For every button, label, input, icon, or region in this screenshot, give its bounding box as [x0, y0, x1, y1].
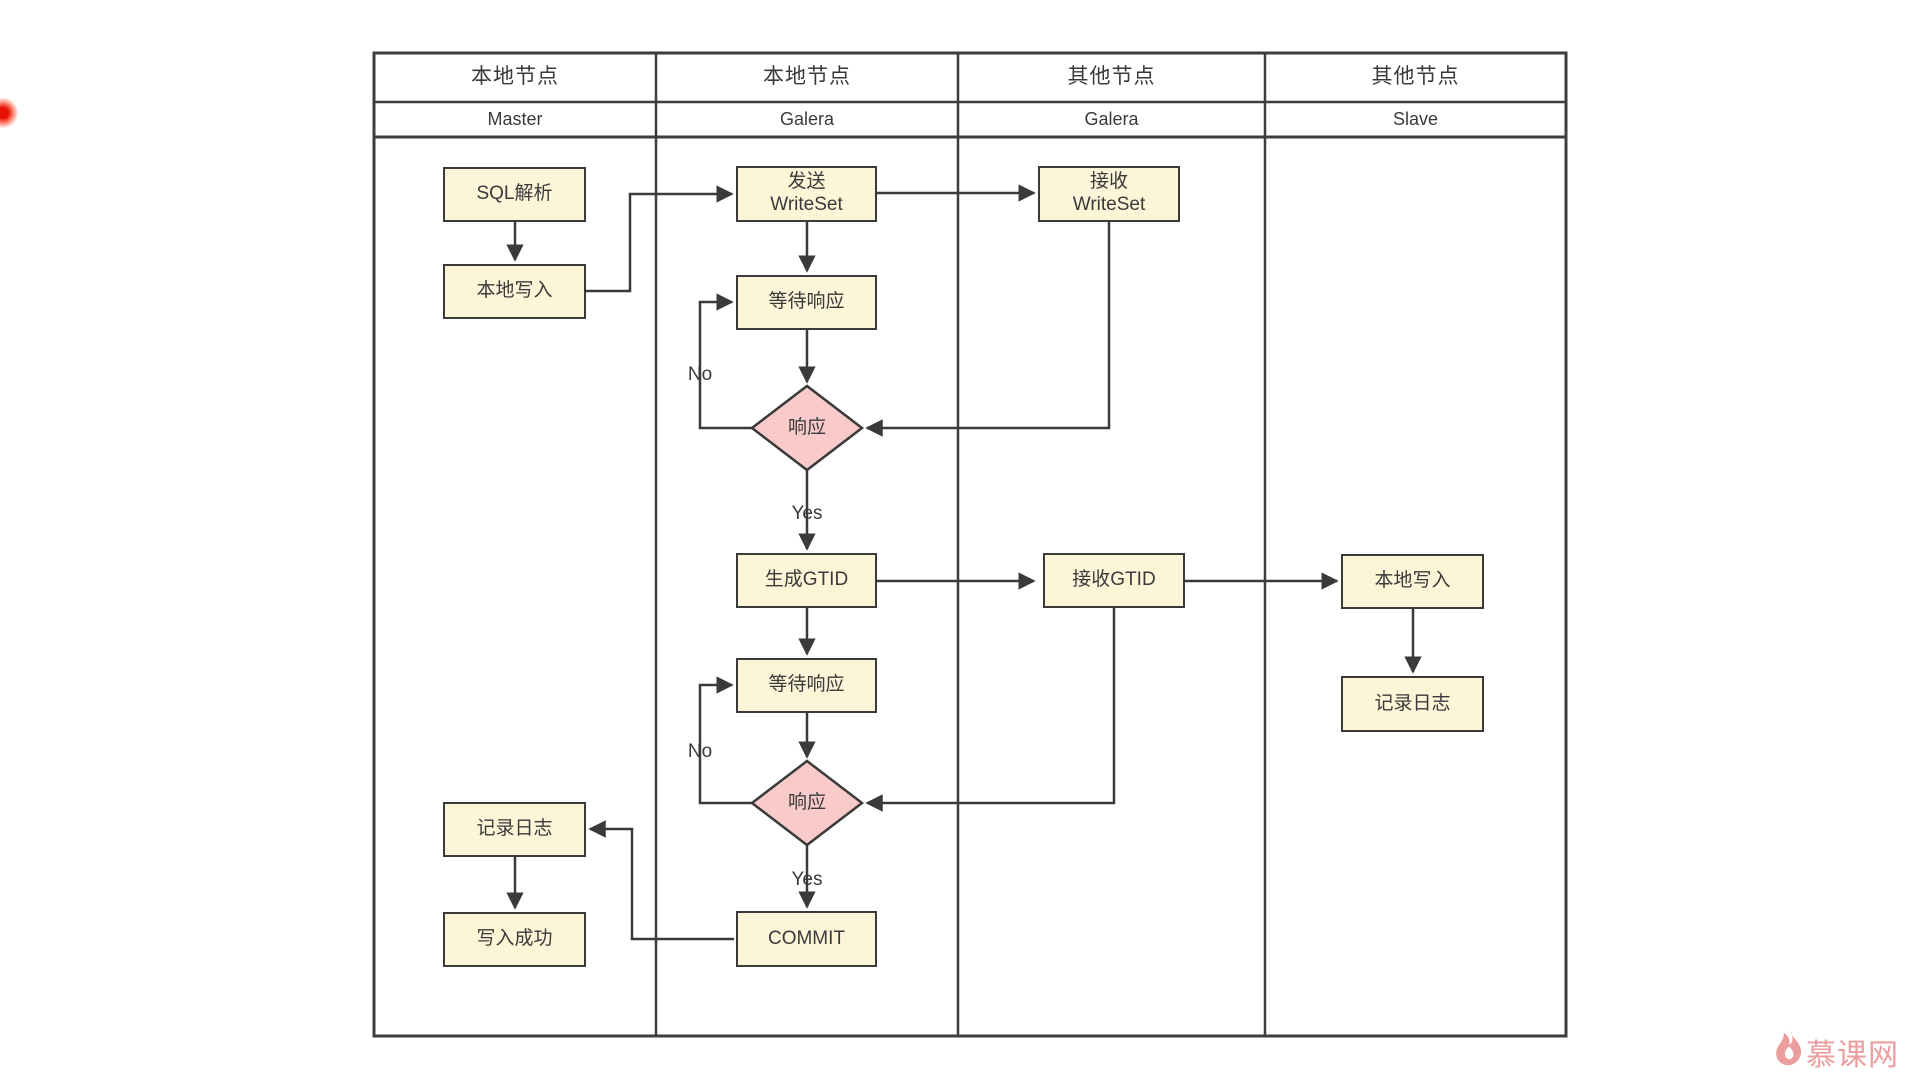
node-wait-response-2: 等待响应 [736, 658, 877, 713]
node-local-write-slave: 本地写入 [1341, 554, 1484, 609]
watermark-text: 慕课网 [1806, 1039, 1899, 1072]
edge-recvgtid-to-response2 [865, 608, 1116, 812]
lane-4-title: 其他节点 [1371, 65, 1460, 89]
recording-indicator-dot [0, 98, 18, 128]
edge-response1-no-loop [698, 293, 752, 430]
table-outline [372, 51, 1568, 1038]
edge-response2-no-loop [698, 676, 752, 805]
lane-4-subtitle: Slave [1392, 109, 1439, 130]
node-log-master: 记录日志 [443, 802, 586, 857]
lane-3-subtitle: Galera [1084, 109, 1139, 130]
edge-label-yes-2: Yes [791, 869, 823, 891]
edge-commit-to-masterlog [588, 820, 734, 941]
lane-2-subtitle: Galera [779, 109, 835, 130]
lane-1-subtitle: Master [487, 109, 543, 130]
node-log-slave: 记录日志 [1341, 676, 1484, 732]
decision-response-1-shape [749, 384, 865, 472]
node-gen-gtid: 生成GTID [736, 553, 877, 608]
edge-recvwriteset-to-response1 [865, 222, 1111, 437]
node-wait-response-1: 等待响应 [736, 275, 877, 330]
lane-1-title: 本地节点 [471, 65, 559, 89]
decision-response-2-shape [749, 759, 865, 847]
decision-response-1-label: 响应 [787, 417, 826, 439]
lane-2-title: 本地节点 [763, 65, 851, 89]
edge-localwrite-to-sendwriteset [586, 185, 734, 293]
edge-label-no-1: No [687, 364, 713, 386]
node-send-writeset: 发送 WriteSet [736, 166, 877, 222]
edges [506, 184, 1422, 941]
edge-label-no-2: No [687, 741, 713, 763]
node-local-write-master: 本地写入 [443, 264, 586, 319]
edge-label-yes-1: Yes [791, 503, 823, 525]
lane-3-title: 其他节点 [1067, 65, 1156, 89]
node-recv-writeset: 接收 WriteSet [1038, 166, 1180, 222]
node-sql-parse: SQL解析 [443, 167, 586, 222]
flame-icon [1776, 1030, 1802, 1074]
node-commit: COMMIT [736, 911, 877, 967]
decision-response-2-label: 响应 [787, 792, 826, 814]
node-write-success: 写入成功 [443, 912, 586, 967]
node-recv-gtid: 接收GTID [1043, 553, 1185, 608]
decision-shapes [749, 384, 865, 847]
watermark: 慕课网 [1776, 1030, 1899, 1074]
swimlane-grid [372, 51, 1568, 1038]
